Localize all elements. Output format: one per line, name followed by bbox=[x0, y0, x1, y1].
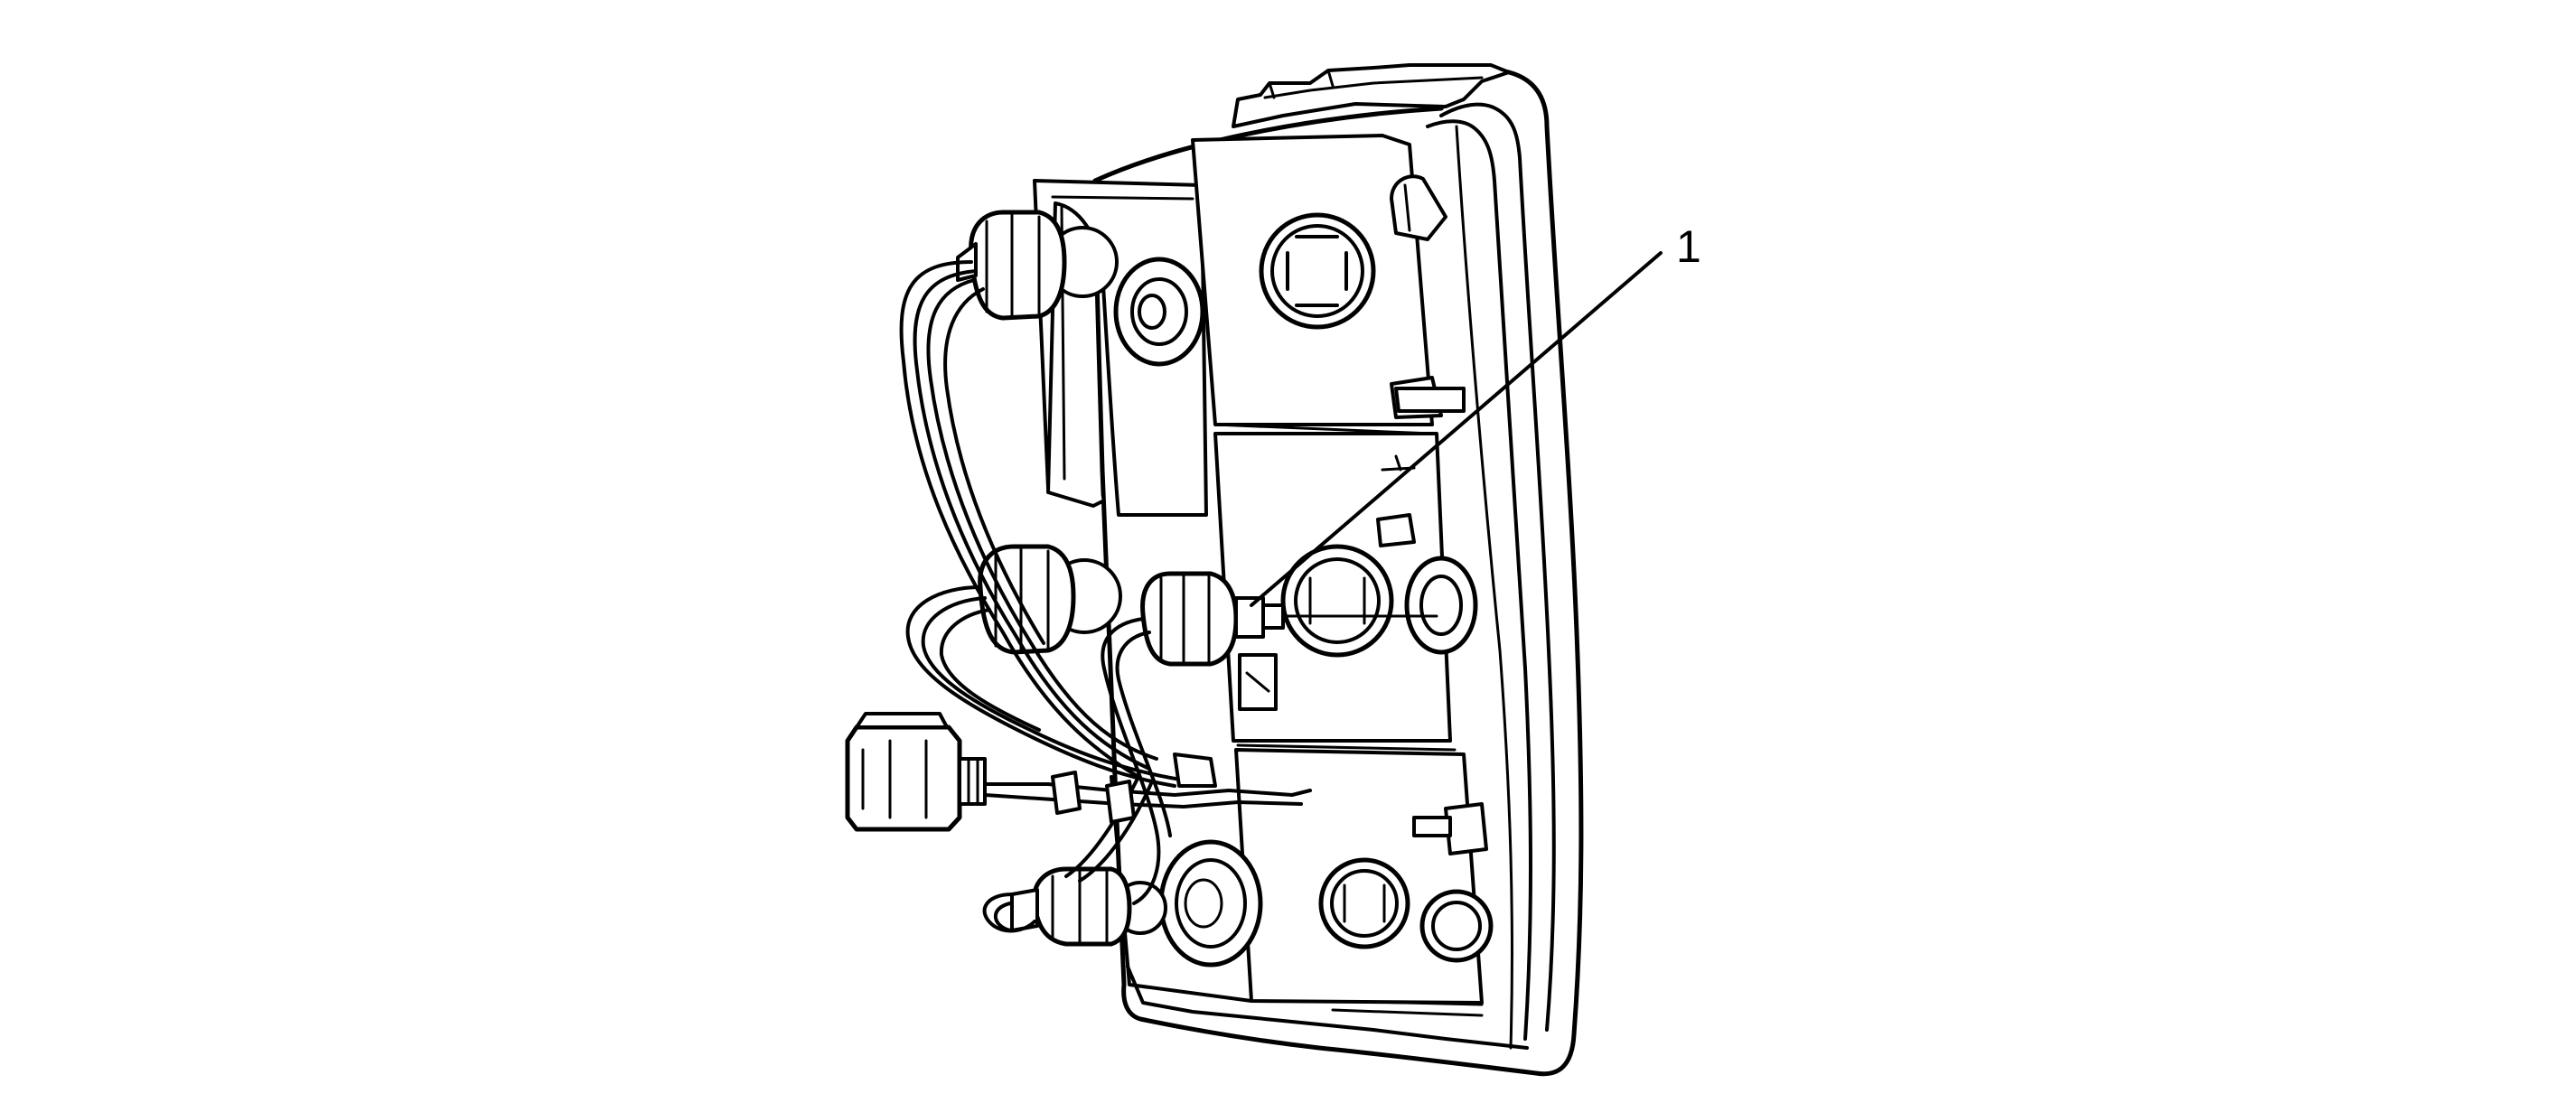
lower-right-socket-hole bbox=[1419, 889, 1494, 963]
middle-right-socket-hole bbox=[1404, 556, 1478, 655]
electrical-connector bbox=[845, 712, 987, 832]
callout-1: 1 bbox=[1250, 221, 1701, 607]
lower-bulb-socket-with-bulb bbox=[1010, 866, 1167, 947]
wiring-harness bbox=[899, 260, 1312, 933]
upper-left-socket-hole bbox=[1113, 257, 1205, 367]
upper-right-stud bbox=[1390, 174, 1447, 241]
upper-bulb-socket-hole bbox=[1259, 212, 1376, 330]
lower-left-socket-hole bbox=[1158, 839, 1263, 967]
callout-1-label: 1 bbox=[1676, 221, 1701, 272]
middle-mounting-stud bbox=[1376, 454, 1416, 547]
clip-tab bbox=[1238, 653, 1278, 711]
upper-mounting-stud bbox=[1390, 376, 1466, 419]
lower-mounting-stud bbox=[1412, 802, 1488, 855]
highlighted-bulb-socket bbox=[1140, 571, 1438, 667]
callout-1-leader-line bbox=[1250, 251, 1663, 607]
upper-bulb-socket-with-bulb bbox=[956, 210, 1119, 321]
lower-center-socket-hole bbox=[1318, 857, 1410, 949]
